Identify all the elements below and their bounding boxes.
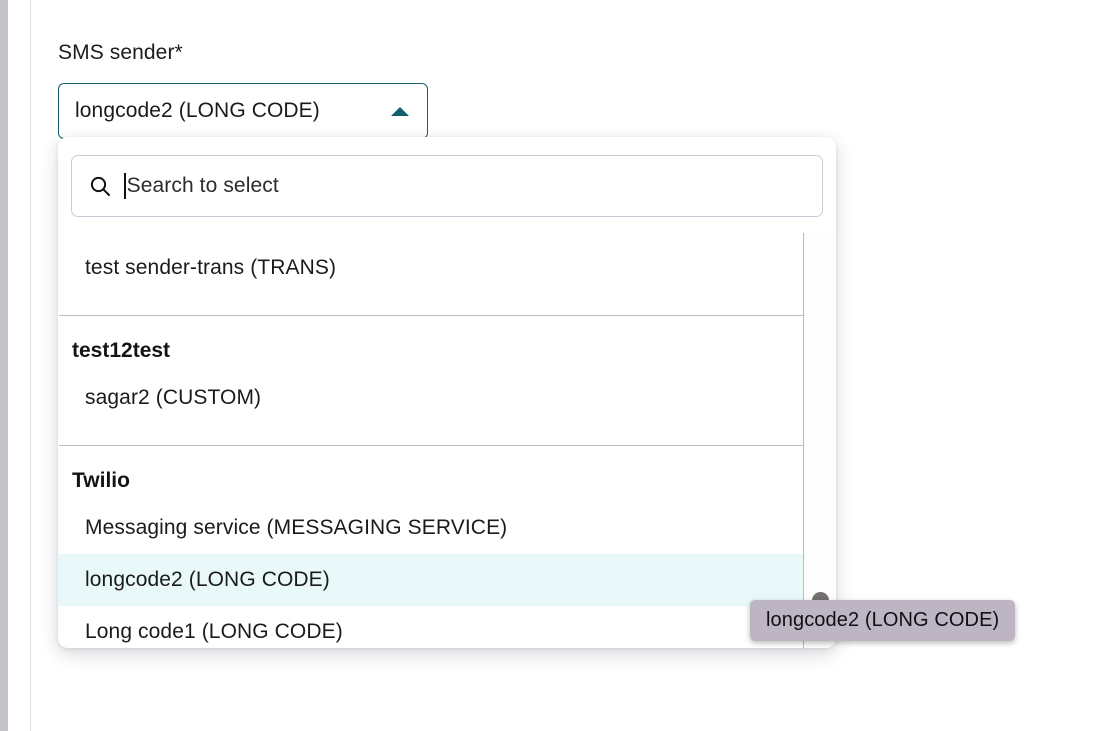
group-header: test12test xyxy=(72,339,171,362)
sms-sender-select[interactable]: longcode2 (LONG CODE) xyxy=(58,83,428,139)
sms-sender-label: SMS sender* xyxy=(58,41,183,64)
chevron-up-icon[interactable] xyxy=(391,106,409,116)
text-caret xyxy=(124,173,126,199)
dropdown-search-box[interactable]: Search to select xyxy=(71,155,823,217)
option-list: test sender-trans (TRANS) test12test sag… xyxy=(58,233,836,648)
dropdown-scrollbar[interactable] xyxy=(803,233,835,648)
tooltip: longcode2 (LONG CODE) xyxy=(750,600,1016,641)
window-edge-rail xyxy=(0,0,8,731)
group-divider xyxy=(59,315,804,316)
list-item[interactable]: Long code1 (LONG CODE) xyxy=(85,620,343,643)
content-left-divider xyxy=(30,0,31,731)
list-item[interactable]: Messaging service (MESSAGING SERVICE) xyxy=(85,516,508,539)
scrollbar-track-line xyxy=(803,233,804,648)
search-input[interactable]: Search to select xyxy=(124,171,806,201)
group-divider xyxy=(59,445,804,446)
list-item-selected[interactable]: longcode2 (LONG CODE) xyxy=(58,554,804,606)
sms-sender-dropdown-panel: Search to select test sender-trans (TRAN… xyxy=(58,137,836,648)
group-header: Twilio xyxy=(72,469,130,492)
search-placeholder: Search to select xyxy=(126,174,279,197)
list-item[interactable]: sagar2 (CUSTOM) xyxy=(85,386,262,409)
sms-sender-selected-value: longcode2 (LONG CODE) xyxy=(75,99,320,122)
list-item[interactable]: test sender-trans (TRANS) xyxy=(85,256,337,279)
search-icon xyxy=(90,176,110,196)
